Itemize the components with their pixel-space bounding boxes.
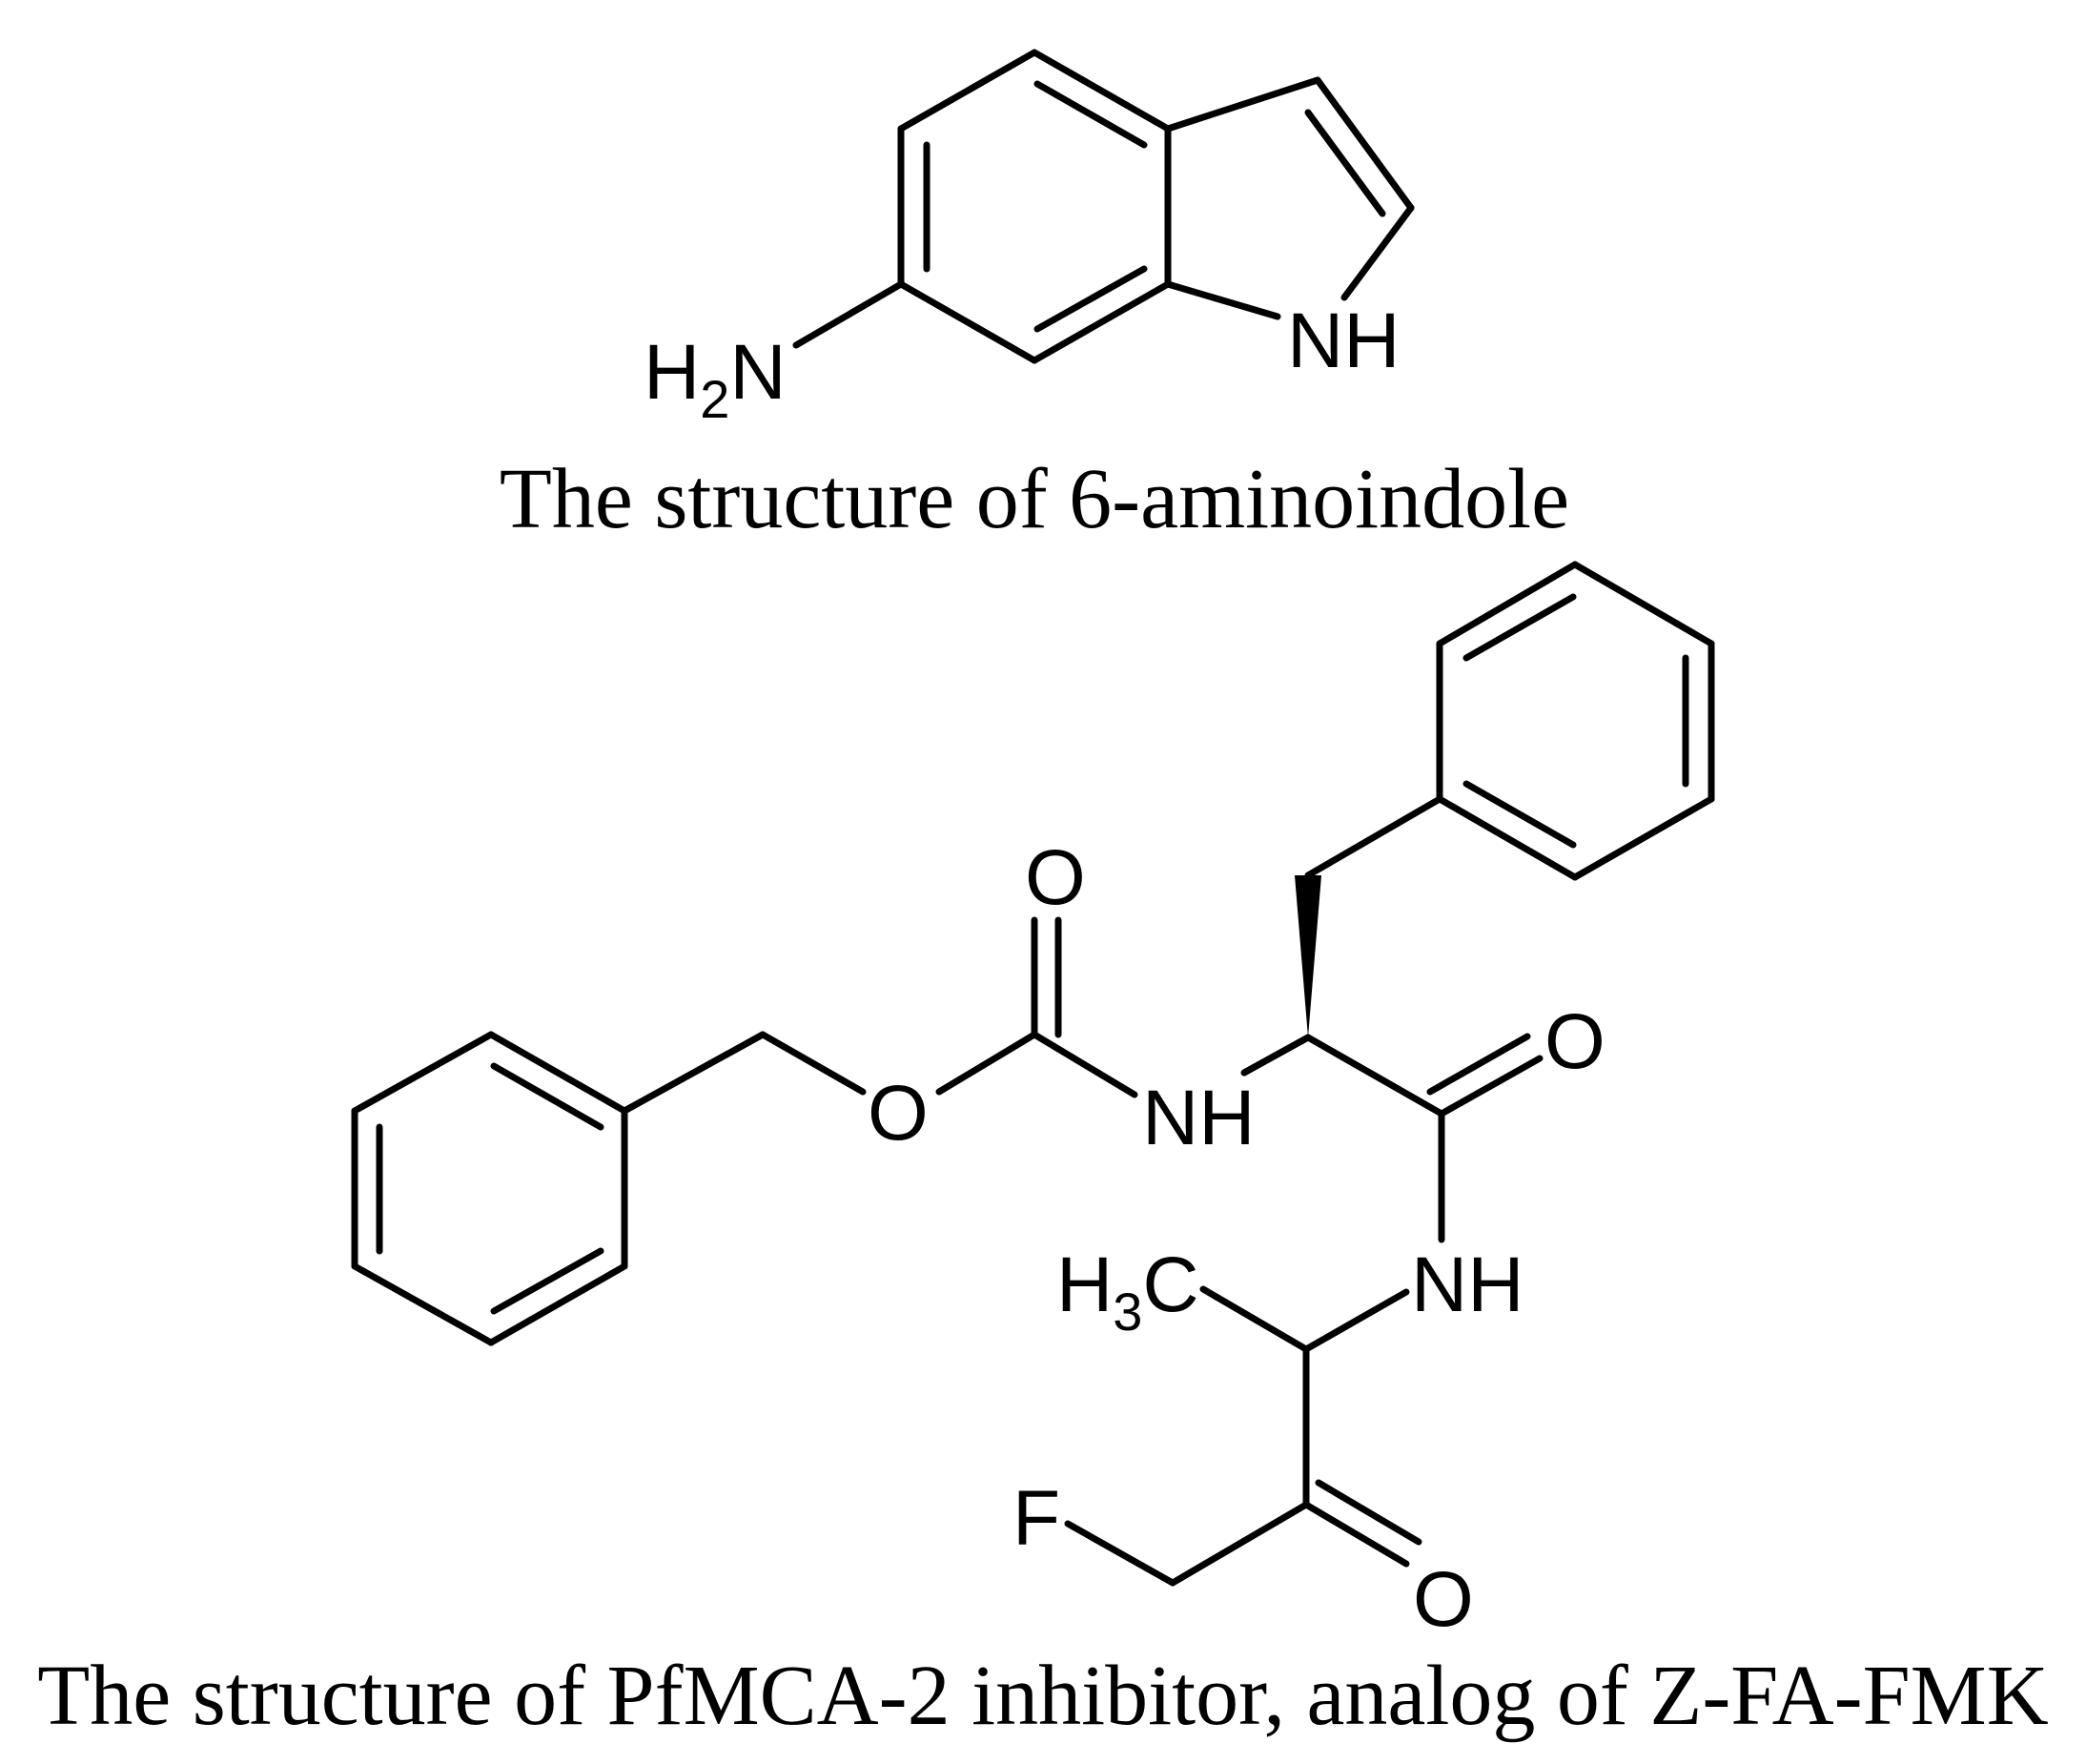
bond: [351, 1262, 495, 1346]
wedge-bond: [1295, 875, 1321, 1037]
bond: [351, 1031, 495, 1115]
bond: [1164, 280, 1281, 320]
bond: [1240, 1034, 1312, 1077]
bond: [621, 1031, 767, 1115]
double-bond: [1315, 1479, 1422, 1546]
double-bond-inner: [1033, 265, 1148, 333]
bond: [1031, 49, 1172, 133]
bond: [1302, 1501, 1410, 1568]
atom-label-o-ester: O: [868, 1070, 929, 1157]
double-bond-inner: [490, 1247, 604, 1315]
bond: [1438, 1055, 1544, 1118]
bond: [897, 49, 1038, 133]
bond: [1199, 1285, 1310, 1353]
double-bond-inner: [490, 1062, 604, 1131]
atom-label-h3c: H3C: [1056, 1241, 1199, 1342]
bond: [1031, 280, 1172, 364]
atom-label-o-carbonyl: O: [1025, 834, 1086, 921]
caption-6-aminoindole: The structure of 6-aminoindole: [500, 452, 1569, 546]
atom-label-f: F: [1012, 1475, 1060, 1562]
molecule-pfmca2-inhibitor: O O NH O NH H3C F O: [351, 561, 1715, 1643]
double-bond-inner: [1462, 780, 1577, 849]
atom-label-nh-amide: NH: [1411, 1241, 1524, 1328]
bond: [1304, 795, 1443, 879]
atom-label-subscript: 2: [700, 369, 729, 429]
bond: [1436, 795, 1579, 881]
bond: [1436, 561, 1579, 647]
bond: [1314, 76, 1415, 212]
bond: [1302, 1288, 1410, 1353]
bond: [487, 1031, 628, 1115]
double-bond: [1426, 1033, 1531, 1096]
bond: [1064, 1520, 1176, 1587]
double-bond-inner: [1304, 109, 1386, 217]
atom-label-o-ketone: O: [1413, 1556, 1474, 1643]
bond: [1031, 1031, 1138, 1098]
molecule-6-aminoindole: NH H2N: [644, 49, 1415, 429]
double-bond-inner: [1033, 80, 1148, 149]
bond: [1571, 795, 1715, 881]
left-phenyl-ring-bonds: [351, 1031, 628, 1346]
bond: [1571, 561, 1715, 647]
atom-label-nh: NH: [1287, 297, 1400, 384]
atom-label-o-amide: O: [1544, 998, 1605, 1085]
atom-label-subscript: 3: [1113, 1282, 1142, 1342]
pyrrole-ring-bonds: [1164, 76, 1415, 320]
upper-phenyl-ring-bonds: [1436, 561, 1715, 881]
bond: [487, 1262, 628, 1346]
atom-label-h: H: [644, 329, 700, 416]
caption-pfmca2-inhibitor: The structure of PfMCA-2 inhibitor, anal…: [37, 1649, 2048, 1743]
bond: [1340, 204, 1415, 301]
bond-amino: [792, 280, 905, 349]
bond: [1304, 1034, 1445, 1118]
benzene-ring-bonds: [897, 49, 1172, 364]
bond: [935, 1031, 1038, 1096]
atom-label-h: H: [1056, 1241, 1113, 1328]
atom-label-c: C: [1142, 1241, 1198, 1328]
bond: [1169, 1501, 1310, 1587]
bond: [897, 280, 1038, 364]
bond: [759, 1031, 867, 1096]
double-bond-inner: [1462, 593, 1577, 662]
atom-label-n: N: [729, 329, 786, 416]
bond: [1164, 76, 1321, 133]
atom-label-nh-carbamate: NH: [1142, 1075, 1255, 1161]
atom-label-h2n: H2N: [644, 329, 787, 429]
